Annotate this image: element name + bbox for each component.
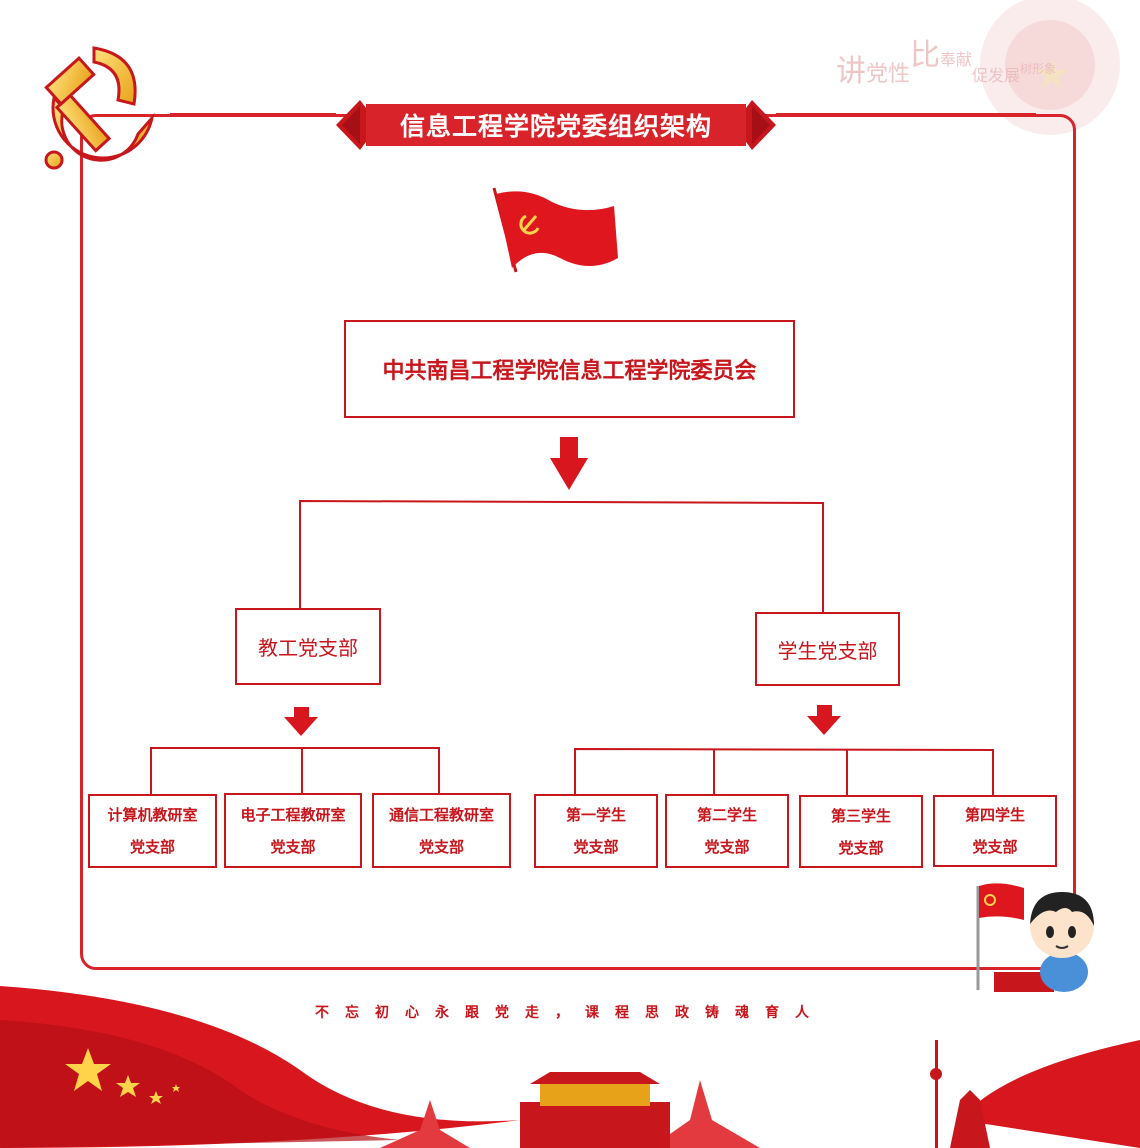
star-icon — [172, 1084, 180, 1092]
watermark-char-2: 党性 — [866, 62, 911, 87]
red-flag-icon — [492, 187, 618, 273]
org-leaf-student-3: 第三学生 党支部 — [799, 795, 923, 868]
arrow-down-icon — [550, 437, 588, 490]
left-branch-connector — [150, 747, 440, 794]
watermark-slogan: 讲党性比奉献促发展树形象 — [836, 38, 1057, 90]
leaf-line2: 党支部 — [704, 838, 750, 856]
banner-line-right — [776, 113, 1036, 115]
star-icon — [65, 1048, 111, 1091]
cartoon-boy-icon — [976, 883, 1094, 992]
org-node-label: 学生党支部 — [777, 638, 878, 663]
org-root-node: 中共南昌工程学院信息工程学院委员会 — [344, 320, 795, 418]
party-emblem-icon — [44, 46, 155, 170]
org-leaf-communication: 通信工程教研室 党支部 — [372, 793, 511, 868]
org-leaf-electronic: 电子工程教研室 党支部 — [224, 793, 362, 868]
watermark-char-1: 讲 — [836, 54, 866, 89]
org-leaf-student-1: 第一学生 党支部 — [534, 794, 658, 868]
star-icon — [149, 1091, 163, 1104]
org-leaf-student-2: 第二学生 党支部 — [665, 794, 789, 868]
org-leaf-computer: 计算机教研室 党支部 — [88, 794, 217, 868]
header-decoration — [980, 0, 1120, 135]
leaf-line1: 第二学生 — [696, 806, 757, 824]
footer-slogan: 不忘初心永跟党走，课程思政铸魂育人 — [315, 1005, 825, 1021]
org-root-label: 中共南昌工程学院信息工程学院委员会 — [382, 359, 757, 384]
leaf-line2: 党支部 — [418, 837, 464, 856]
watermark-char-5: 促发展 — [972, 66, 1021, 85]
page-title: 信息工程学院党委组织架构 — [399, 112, 712, 141]
leaf-line2: 党支部 — [270, 837, 316, 856]
star-icon — [116, 1075, 140, 1097]
banner-line-left — [170, 113, 336, 115]
leaf-line1: 计算机教研室 — [107, 806, 198, 824]
right-branch-connector — [574, 747, 994, 795]
watermark-char-4: 奉献 — [940, 50, 973, 69]
org-connectors — [150, 437, 994, 795]
leaf-line2: 党支部 — [972, 838, 1018, 856]
leaf-line1: 第三学生 — [830, 806, 891, 825]
org-node-label: 教工党支部 — [258, 636, 358, 660]
leaf-line1: 电子工程教研室 — [240, 805, 346, 824]
arrow-down-icon — [284, 707, 318, 736]
leaf-line1: 第四学生 — [964, 806, 1025, 824]
leaf-line1: 第一学生 — [565, 806, 626, 824]
title-banner — [336, 100, 776, 150]
footer-decoration — [0, 986, 1140, 1148]
org-node-faculty-branch: 教工党支部 — [235, 608, 381, 685]
branch-connector — [299, 499, 824, 612]
org-node-student-branch: 学生党支部 — [755, 612, 900, 686]
watermark-char-6: 树形象 — [1020, 62, 1057, 76]
leaf-line2: 党支部 — [129, 838, 175, 856]
watermark-char-3: 比 — [910, 38, 941, 73]
org-leaf-student-4: 第四学生 党支部 — [933, 795, 1057, 867]
leaf-line2: 党支部 — [573, 838, 619, 856]
arrow-down-icon — [807, 705, 841, 735]
leaf-line1: 通信工程教研室 — [388, 805, 494, 824]
leaf-line2: 党支部 — [838, 838, 884, 857]
